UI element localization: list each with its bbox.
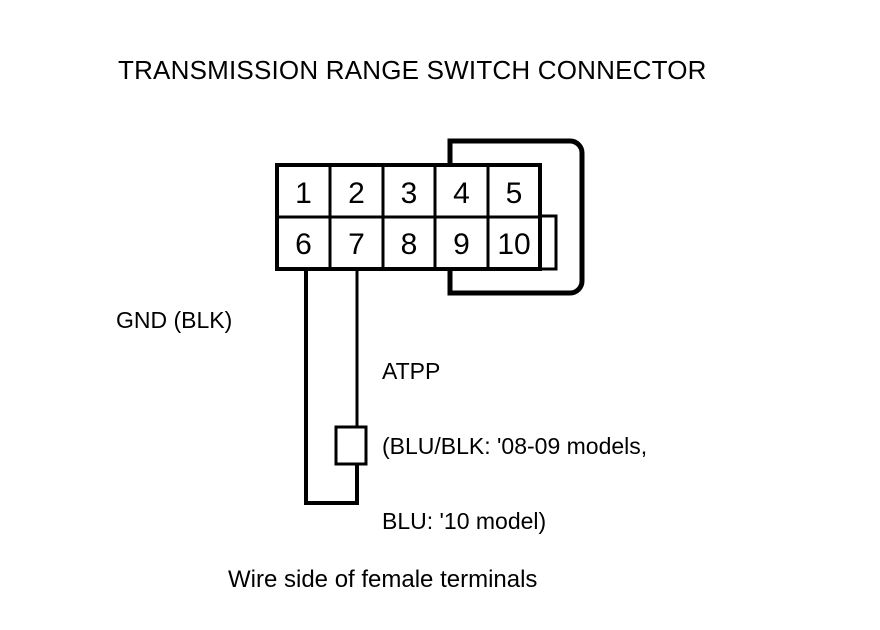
pin-2: 2	[348, 177, 365, 210]
diagram-caption: Wire side of female terminals	[228, 566, 538, 593]
connector-body-outline	[447, 138, 585, 296]
pin-4: 4	[453, 177, 470, 210]
gnd-wire-label: GND (BLK)	[116, 307, 233, 333]
atpp-wire-label: ATPP	[382, 358, 441, 384]
terminal-box	[334, 425, 368, 466]
pin-7: 7	[348, 228, 365, 261]
pin-3: 3	[400, 177, 418, 210]
atpp-wire-label-block: ATPP (BLU/BLK: '08-09 models, BLU: '10 m…	[382, 311, 647, 582]
pin-10: 10	[497, 228, 531, 261]
pin-6: 6	[295, 228, 312, 261]
pin-8: 8	[400, 228, 418, 261]
pin-5: 5	[505, 177, 523, 210]
atpp-detail-line-2: BLU: '10 model)	[382, 508, 547, 534]
atpp-detail-line-1: (BLU/BLK: '08-09 models,	[382, 433, 648, 459]
pin-1: 1	[295, 177, 312, 210]
page-title: TRANSMISSION RANGE SWITCH CONNECTOR	[118, 55, 707, 85]
pin-9: 9	[453, 228, 470, 261]
